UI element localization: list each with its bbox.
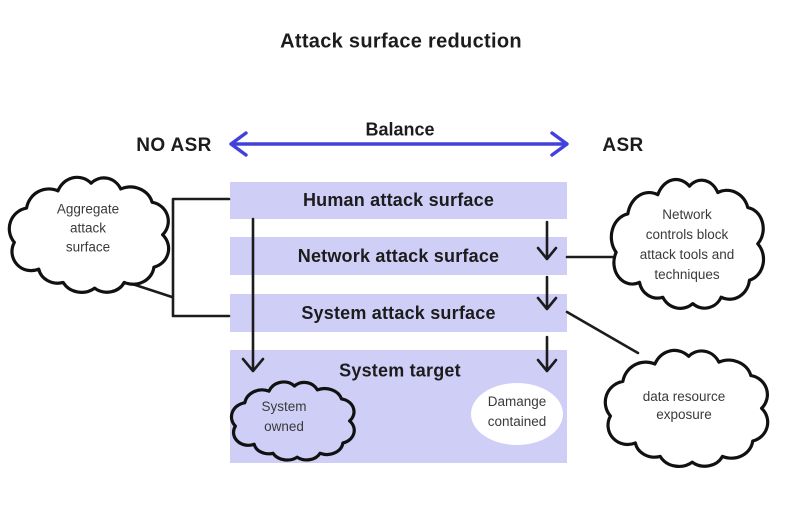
layer-box-system: System attack surface <box>230 294 567 332</box>
label-asr: ASR <box>602 135 644 156</box>
damage-contained-text: Damange contained <box>487 394 547 429</box>
label-balance: Balance <box>365 119 435 140</box>
aggregate-connector-line <box>112 276 174 299</box>
layer-box-network: Network attack surface <box>230 237 567 275</box>
data-exposure-connector-line <box>565 310 640 355</box>
layer-box-human: Human attack surface <box>230 182 567 219</box>
aggregate-bracket-line <box>171 197 231 318</box>
data-exposure-cloud-text: data resource exposure <box>642 389 726 422</box>
layer-label-target: System target <box>339 360 461 381</box>
aggregate-cloud-text: Aggregate attack surface <box>56 201 120 255</box>
layer-label-network: Network attack surface <box>297 245 500 266</box>
layer-label-system: System attack surface <box>301 302 496 323</box>
label-no-asr: NO ASR <box>136 135 212 156</box>
page-title: Attack surface reduction <box>280 30 522 53</box>
system-owned-cloud-text: System owned <box>261 399 307 434</box>
layer-label-human: Human attack surface <box>302 190 495 210</box>
network-controls-cloud-text: Network controls block attack tools and … <box>639 207 735 282</box>
